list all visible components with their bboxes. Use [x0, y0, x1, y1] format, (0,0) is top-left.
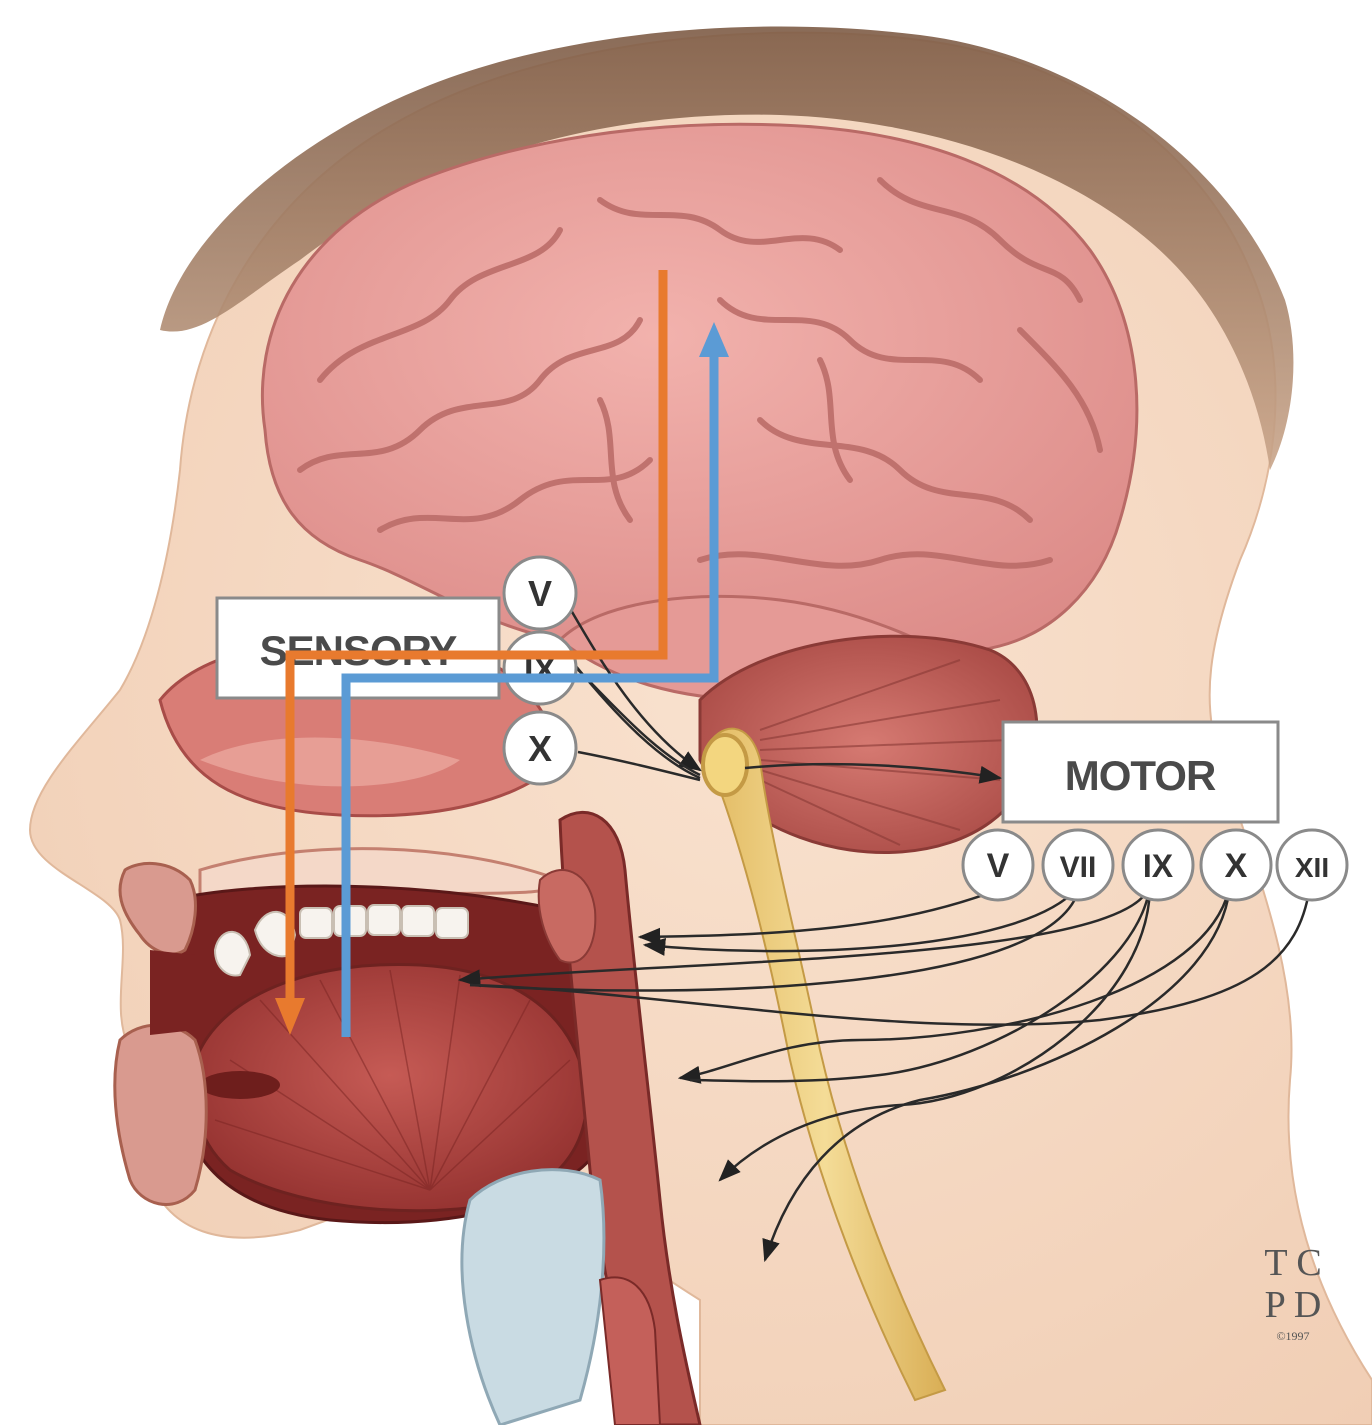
motor-nerve-x: X	[1201, 830, 1271, 900]
nerve-label: V	[987, 847, 1010, 885]
nerve-label: IX	[1143, 848, 1174, 884]
motor-nerve-vii: VII	[1043, 830, 1113, 900]
sensory-nerve-x: X	[504, 712, 576, 784]
larynx	[462, 1170, 604, 1425]
sensory-nerve-ix: IX	[504, 632, 576, 704]
nerve-label: V	[528, 573, 552, 614]
nerve-label: XII	[1295, 852, 1329, 883]
motor-nerve-v: V	[963, 830, 1033, 900]
nerve-label: X	[1225, 847, 1248, 885]
motor-nerve-xii: XII	[1277, 830, 1347, 900]
cerebrum	[262, 124, 1136, 653]
watermark-line2: P D	[1265, 1284, 1322, 1326]
motor-label-box: MOTOR	[1003, 722, 1278, 822]
sensory-nerve-v: V	[504, 557, 576, 629]
sensory-label-box: SENSORY	[217, 598, 499, 698]
watermark-line3: ©1997	[1276, 1329, 1309, 1343]
lower-lip	[115, 1025, 206, 1204]
tongue-groove	[200, 1071, 280, 1099]
watermark-line1: T C	[1264, 1242, 1321, 1284]
lip-gap	[150, 950, 195, 1035]
motor-nerve-ix: IX	[1123, 830, 1193, 900]
motor-nerve-list: V VII IX X XII	[963, 830, 1347, 900]
nerve-label: X	[528, 728, 552, 769]
nerve-label: VII	[1060, 851, 1097, 884]
sensory-nerve-list: V IX X	[504, 557, 576, 784]
medulla-nucleus	[703, 735, 747, 795]
motor-label: MOTOR	[1065, 752, 1216, 799]
